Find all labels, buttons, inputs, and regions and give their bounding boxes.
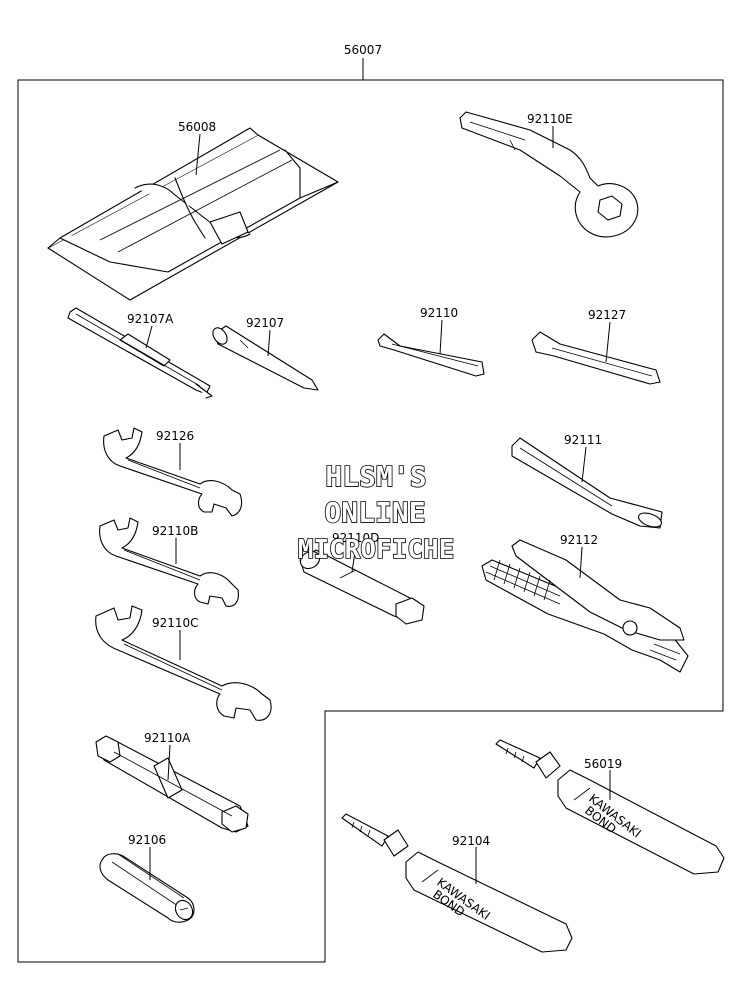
part-hex-key-large	[531, 331, 661, 385]
label-bond-92104: 92104	[452, 834, 490, 848]
leader-tool-bag	[195, 133, 201, 176]
part-wrench-92110c	[95, 605, 272, 721]
part-bar-92111	[511, 437, 663, 529]
label-ring-spanner: 92110E	[527, 112, 573, 126]
label-wrench-92110b: 92110B	[152, 524, 198, 538]
label-wrench-92110c: 92110C	[152, 616, 199, 630]
label-bond-56019: 56019	[584, 757, 622, 771]
pliers-grip-pattern	[485, 559, 561, 605]
label-pliers: 92112	[560, 533, 598, 547]
part-ring-spanner	[459, 111, 639, 238]
label-tool-bag: 56008	[178, 120, 216, 134]
leader-bar-92111	[581, 446, 587, 483]
label-screwdriver-blade: 92107A	[127, 312, 174, 326]
part-tool-bag	[47, 127, 339, 301]
leader-pliers	[579, 546, 583, 579]
part-socket-92110a	[95, 735, 249, 833]
label-socket-92110d: 92110D	[332, 531, 379, 545]
label-bar-92111: 92111	[564, 433, 602, 447]
leader-screwdriver-handle	[267, 329, 271, 357]
label-plug-92106: 92106	[128, 833, 166, 847]
label-socket-92110a: 92110A	[144, 731, 191, 745]
watermark-line3: MICROFICHE	[298, 535, 455, 565]
leader-hex-key-small	[439, 319, 443, 355]
watermark-line2: ONLINE	[324, 496, 425, 529]
leader-socket-92110d	[351, 544, 357, 573]
assembly-frame	[17, 79, 724, 963]
watermark-line1: HLSM'S	[325, 460, 426, 493]
part-screwdriver-blade	[67, 307, 213, 399]
part-wrench-92126	[103, 427, 243, 517]
label-wrench-92126: 92126	[156, 429, 194, 443]
leader-socket-92110a	[167, 744, 171, 781]
assembly-label: 56007	[344, 43, 382, 57]
part-hex-key-small	[377, 333, 485, 377]
part-plug-92106	[99, 853, 195, 923]
part-pliers	[481, 539, 689, 673]
part-socket-92110d	[299, 549, 425, 625]
part-screwdriver-handle	[212, 325, 319, 391]
label-screwdriver-handle: 92107	[246, 316, 284, 330]
label-hex-key-small: 92110	[420, 306, 458, 320]
leader-hex-key-large	[605, 321, 611, 363]
part-wrench-92110b	[99, 517, 239, 607]
label-hex-key-large: 92127	[588, 308, 626, 322]
leader-screwdriver-blade	[145, 325, 153, 349]
watermark: HLSM'S ONLINE MICROFICHE	[297, 459, 455, 566]
